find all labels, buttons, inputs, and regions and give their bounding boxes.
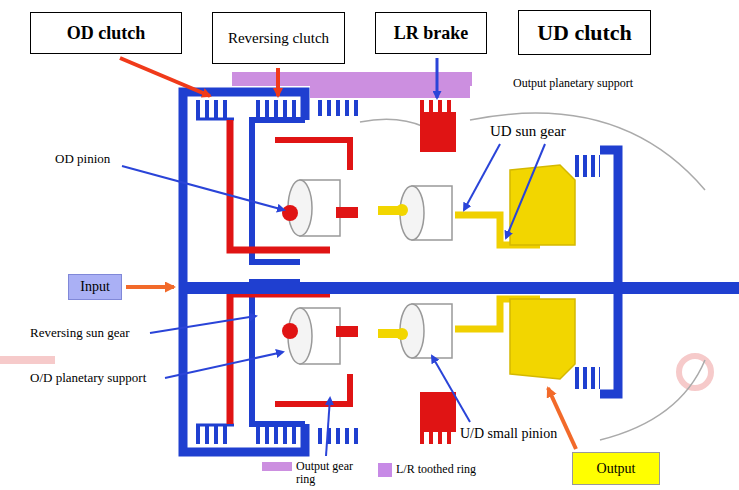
label-text: L/R toothed ring	[396, 462, 476, 476]
part-label: U/D small pinion	[460, 426, 557, 441]
leader-arrow	[436, 58, 439, 98]
clutch-box: Reversing clutch	[212, 12, 345, 64]
leader-arrow	[326, 398, 330, 456]
leader-arrow	[464, 144, 500, 210]
part-label: L/R toothed ring	[396, 463, 476, 476]
toothed-ring	[378, 463, 392, 477]
clutch-box: UD clutch	[518, 10, 651, 55]
leader-arrow	[506, 144, 545, 238]
gear-ring	[262, 462, 292, 471]
leader-arrow	[432, 356, 470, 422]
part-label: Reversing sun gear	[30, 326, 130, 340]
label-text: U/D small pinion	[460, 426, 557, 441]
label-text: Reversing sun gear	[30, 325, 130, 340]
gear-outline	[470, 113, 705, 190]
label-text: OD pinion	[55, 151, 110, 166]
input-box: Input	[68, 274, 122, 300]
label-text: Output gear ring	[296, 459, 353, 486]
watermark	[679, 356, 711, 388]
planetary-support	[310, 86, 470, 98]
part-label: Output gear ring	[296, 460, 354, 486]
box-text: UD clutch	[537, 20, 632, 46]
leader-arrow	[165, 352, 283, 378]
box-text: Output	[597, 461, 636, 477]
leader-arrow	[126, 285, 174, 289]
part-label: Output planetary support	[513, 77, 633, 90]
leader-arrow	[120, 58, 210, 96]
clutch-box: OD clutch	[30, 12, 182, 54]
box-text: LR brake	[394, 23, 469, 44]
leader-arrow	[150, 316, 256, 333]
leader-arrow	[276, 68, 280, 96]
part-label: UD sun gear	[490, 123, 566, 140]
upper-half	[183, 92, 618, 272]
label-text: Output planetary support	[513, 76, 633, 90]
brake-box: LR brake	[375, 12, 487, 54]
box-text: OD clutch	[67, 23, 146, 44]
label-text: UD sun gear	[490, 123, 566, 139]
leader-arrow	[122, 166, 284, 210]
part-label: O/D planetary support	[30, 371, 146, 385]
part-label: OD pinion	[55, 152, 110, 166]
box-text: Reversing clutch	[228, 30, 329, 47]
label-text: O/D planetary support	[30, 370, 146, 385]
watermark	[0, 356, 55, 364]
output-box: Output	[572, 452, 660, 485]
box-text: Input	[80, 279, 110, 295]
input-shaft	[183, 282, 739, 294]
